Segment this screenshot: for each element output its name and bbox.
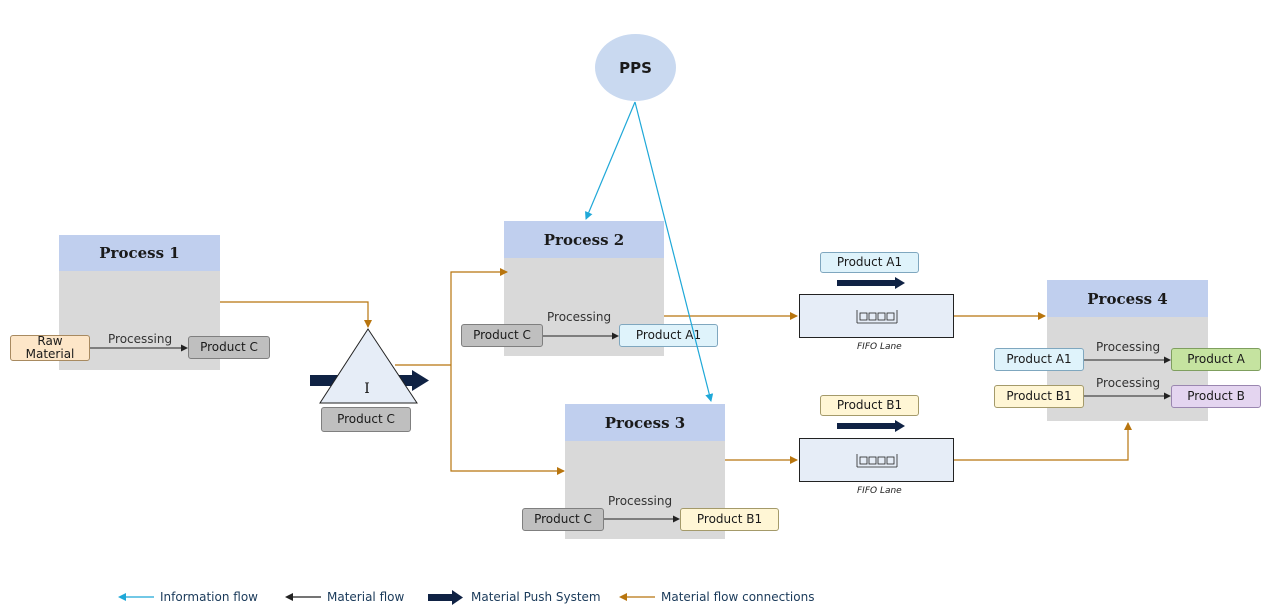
process-1-processing-label: Processing (108, 332, 173, 346)
legend-information-flow-label: Information flow (160, 590, 258, 604)
process-4-row1-processing-label: Processing (1096, 340, 1161, 354)
fifo-lane-b-caption: FIFO Lane (857, 486, 902, 496)
process-4-title: Process 4 (1047, 280, 1208, 317)
material-flow-connections (220, 268, 1132, 475)
pps-node: PPS (595, 34, 676, 101)
legend-material-flow-label: Material flow (327, 590, 405, 604)
fifo-b-product-b1: Product B1 (820, 395, 919, 416)
fifo-a-push-arrow (837, 277, 905, 289)
legend-information-flow-icon (118, 593, 154, 601)
fifo-lane-a (799, 294, 954, 338)
information-flow-lines (585, 101, 714, 402)
inventory-triangle (319, 328, 418, 404)
legend-material-push-icon (428, 590, 463, 605)
fifo-b-lane-icon (856, 454, 898, 468)
fifo-a-product-a1: Product A1 (820, 252, 919, 273)
fifo-b-push-arrow (837, 420, 905, 432)
process-3-input-product-c: Product C (522, 508, 604, 531)
fifo-a-lane-icon (856, 310, 898, 324)
process-4-row2-processing-label: Processing (1096, 376, 1161, 390)
legend-material-connections-icon (619, 593, 655, 601)
fifo-lane-a-caption: FIFO Lane (857, 342, 902, 352)
process-4-input-product-a1: Product A1 (994, 348, 1084, 371)
process-2-input-product-c: Product C (461, 324, 543, 347)
process-2-title: Process 2 (504, 221, 664, 258)
material-flow-lines (90, 332, 1171, 523)
inventory-product-c: Product C (321, 407, 411, 432)
process-1-output-product-c: Product C (188, 336, 270, 359)
process-2-processing-label: Processing (547, 310, 612, 324)
legend-material-push-label: Material Push System (471, 590, 601, 604)
process-3-output-product-b1: Product B1 (680, 508, 779, 531)
process-4-output-product-b: Product B (1171, 385, 1261, 408)
legend-material-flow-icon (285, 593, 321, 601)
legend-material-connections-label: Material flow connections (661, 590, 815, 604)
fifo-lane-b (799, 438, 954, 482)
process-3-processing-label: Processing (608, 494, 673, 508)
process-1-title: Process 1 (59, 235, 220, 271)
process-4-input-product-b1: Product B1 (994, 385, 1084, 408)
inventory-symbol: I (364, 381, 370, 397)
process-4-output-product-a: Product A (1171, 348, 1261, 371)
process-1-input-raw-material: Raw Material (10, 335, 90, 361)
process-3-title: Process 3 (565, 404, 725, 441)
